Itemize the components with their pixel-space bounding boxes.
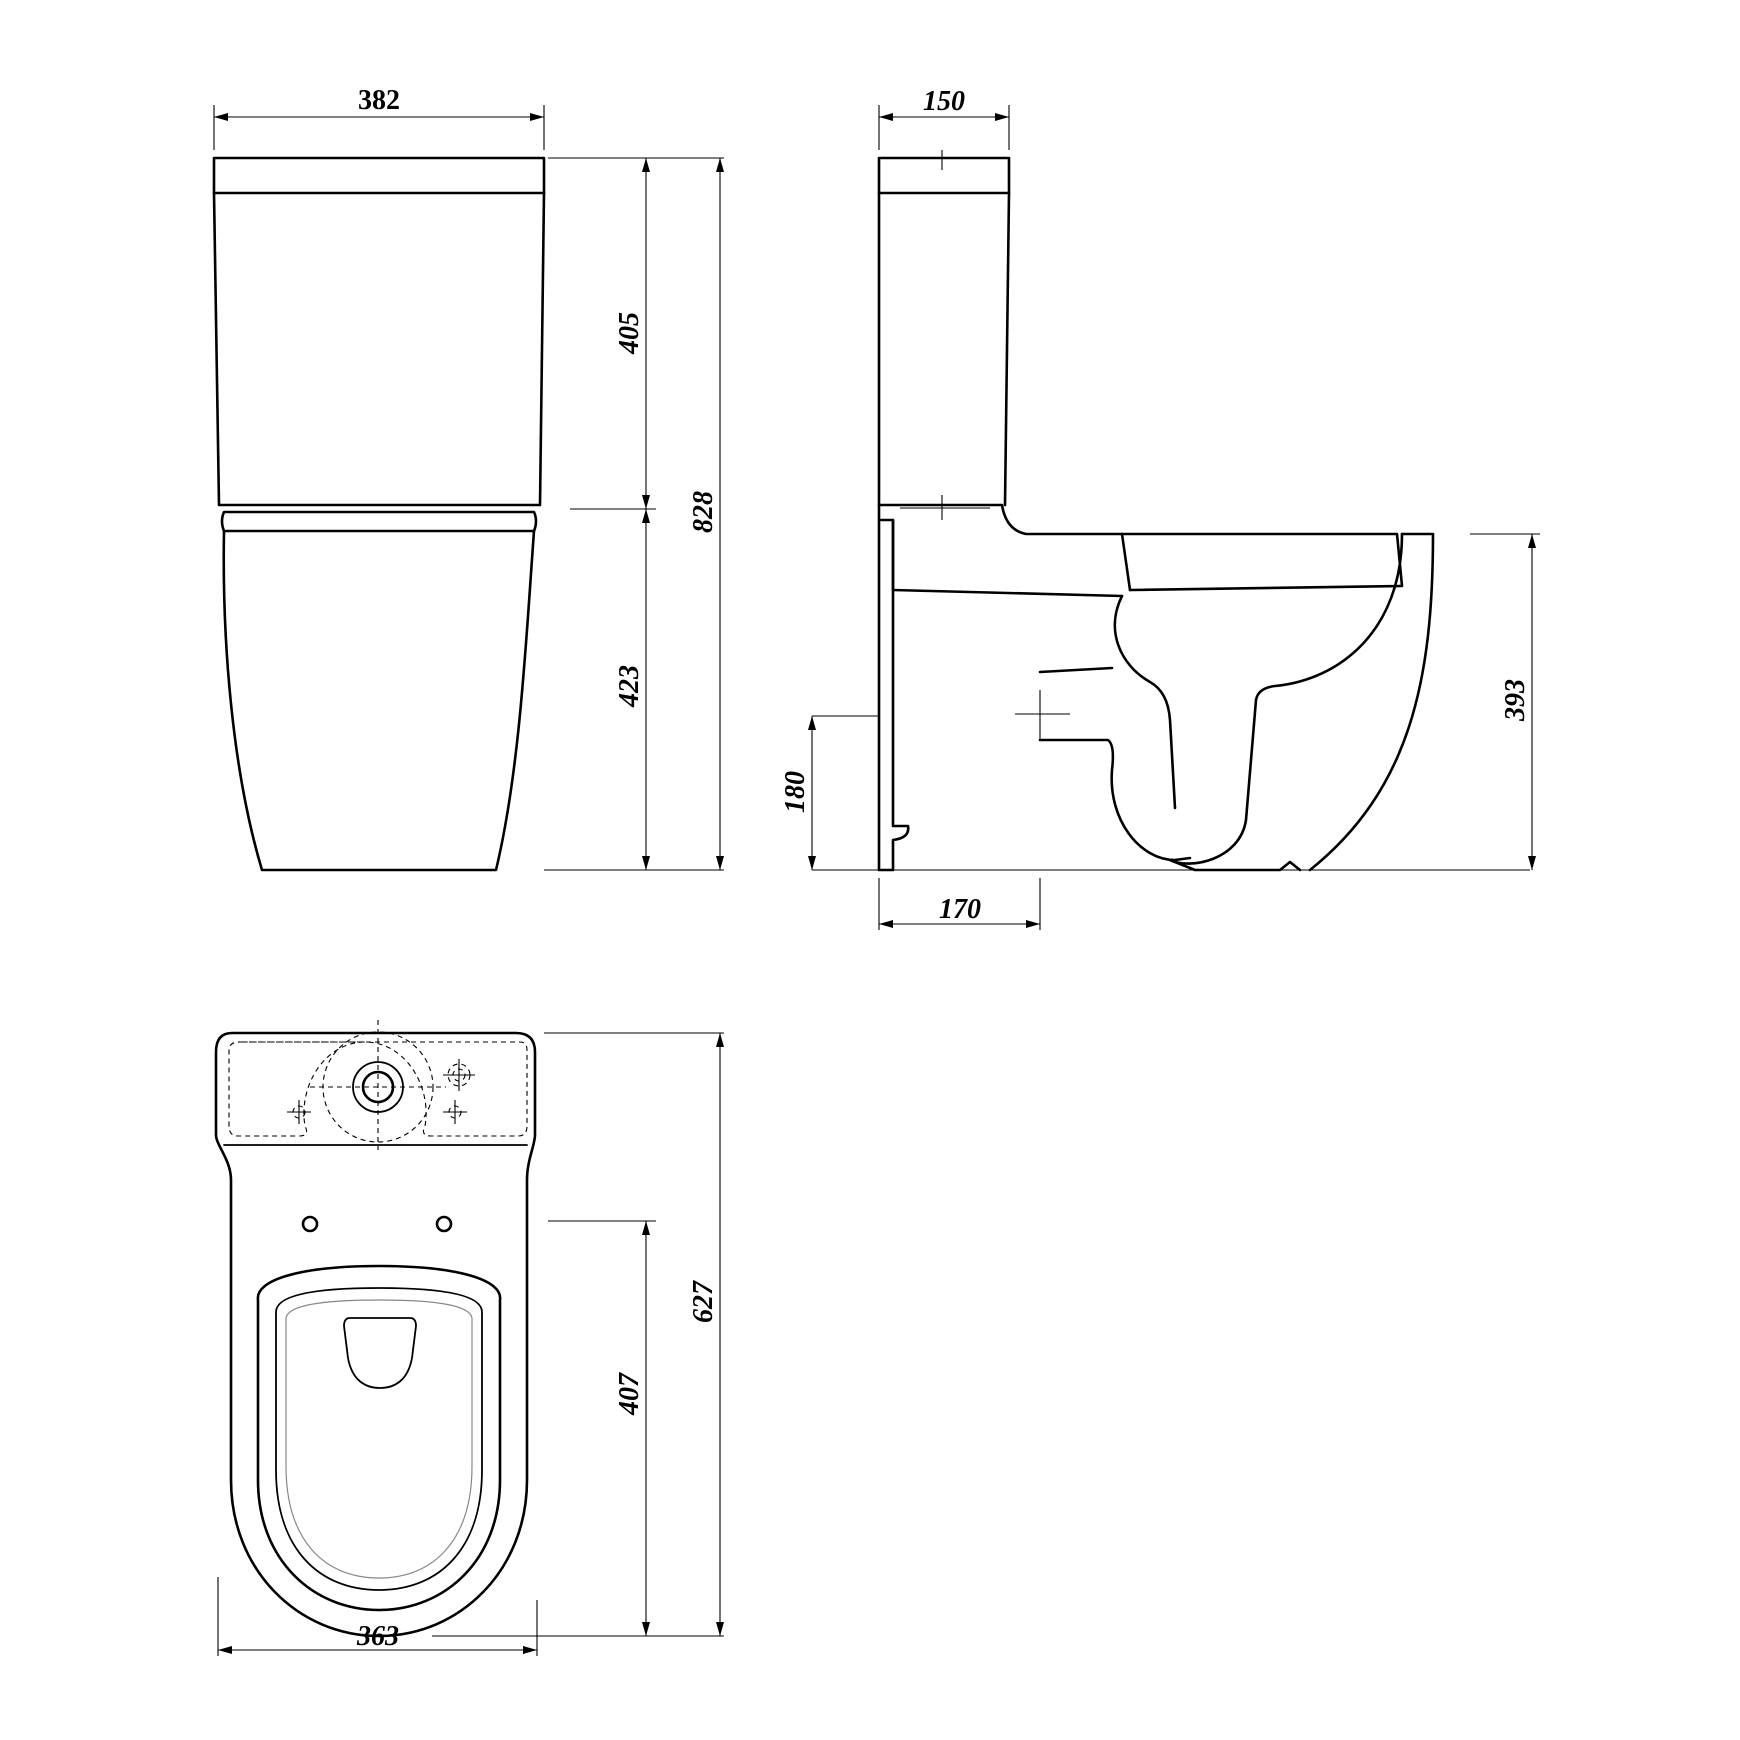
seat-hinge-hole-icon <box>301 1215 319 1233</box>
dim-front-total-height: 828 <box>688 158 724 870</box>
dim-top-total-length: 627 <box>688 1033 724 1636</box>
side-view: 150 180 170 393 <box>780 86 1540 930</box>
side-bowl-rim <box>1120 532 1404 592</box>
cistern-body <box>212 191 546 507</box>
dim-front-bowl-height-label: 423 <box>614 665 645 708</box>
dim-front-total-height-label: 828 <box>688 491 719 533</box>
top-cistern-panel <box>240 1041 528 1137</box>
front-view: 382 405 423 828 <box>212 85 724 872</box>
dim-side-outlet-distance-label: 170 <box>939 894 981 925</box>
cistern-lid <box>212 156 546 195</box>
bowl-rim <box>220 510 538 533</box>
dim-side-outlet-height-label: 180 <box>780 771 811 813</box>
side-cistern-body <box>877 191 1124 536</box>
side-back-wall <box>877 503 910 872</box>
top-outline <box>214 1031 537 1638</box>
dim-front-cistern-height-label: 405 <box>614 312 645 355</box>
bowl-body <box>222 529 536 872</box>
dim-front-cistern-height: 405 <box>614 158 650 509</box>
top-outlet <box>343 1317 417 1389</box>
dim-top-bowl-length-label: 407 <box>614 1372 645 1416</box>
dim-side-cistern-depth-label: 150 <box>923 86 965 117</box>
seat-hinge-hole-icon <box>435 1215 453 1233</box>
side-cistern-lid <box>877 156 1011 195</box>
dim-top-bowl-length: 407 <box>614 1221 650 1636</box>
top-view: 627 407 363 <box>214 1020 724 1656</box>
dim-top-width-label: 363 <box>356 1621 399 1652</box>
dim-side-outlet-distance: 170 <box>879 894 1040 928</box>
side-bowl-front <box>1308 532 1435 872</box>
dim-top-total-length-label: 627 <box>688 1280 719 1323</box>
top-bowl <box>275 1287 483 1591</box>
dim-front-width: 382 <box>213 85 545 150</box>
top-seat <box>256 1264 502 1612</box>
dim-side-outlet-height: 180 <box>780 716 816 870</box>
dim-front-width-label: 382 <box>358 85 400 116</box>
dim-side-cistern-depth: 150 <box>879 86 1009 121</box>
side-trap <box>1113 594 1177 810</box>
dim-side-bowl-height-label: 393 <box>1500 679 1531 722</box>
dim-front-bowl-height: 423 <box>614 509 650 870</box>
dim-top-width: 363 <box>218 1621 537 1654</box>
dim-side-bowl-height: 393 <box>1500 534 1536 870</box>
